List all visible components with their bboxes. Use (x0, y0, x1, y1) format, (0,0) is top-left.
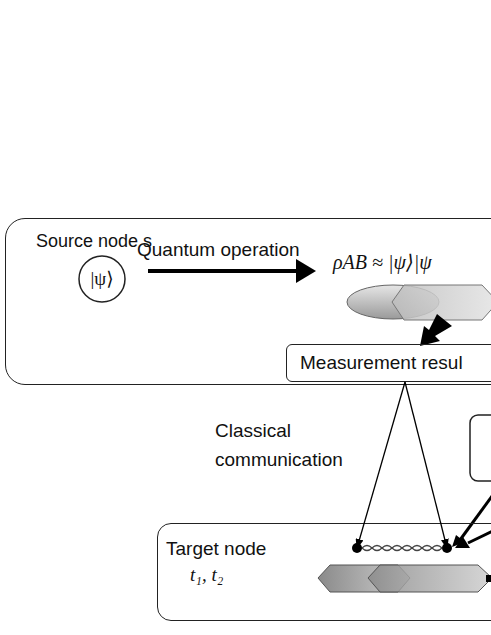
state-formula: ρAB ≈ |ψ⟩|ψ (333, 250, 432, 274)
cropped-box (470, 415, 491, 481)
measure-arrow (420, 314, 452, 346)
node-title: Source node s (36, 231, 152, 253)
entanglement-wave (362, 546, 442, 551)
node-title: Target node (166, 538, 266, 561)
classical-link (405, 382, 447, 548)
output-arrow (486, 575, 491, 582)
operation-arrow (148, 269, 312, 273)
qubit-hexagon (368, 565, 491, 592)
entanglement-wave (362, 546, 442, 551)
classical-link (357, 382, 405, 548)
node-box: Target node t₁, t₂ (157, 523, 491, 621)
node-title: Measurement resul (300, 352, 463, 375)
qubit-hexagon (392, 285, 491, 320)
node-title: |ψ⟩ (78, 268, 126, 291)
result-box: Measurement resul (286, 344, 491, 382)
state-circle: |ψ⟩ (78, 255, 126, 303)
node-subtitle: t₁, t₂ (190, 564, 223, 587)
edge-label: Classical communication (215, 416, 375, 474)
arrow-head (455, 537, 470, 548)
incoming-arrow (468, 530, 491, 543)
operation-label: Quantum operation (137, 239, 300, 262)
